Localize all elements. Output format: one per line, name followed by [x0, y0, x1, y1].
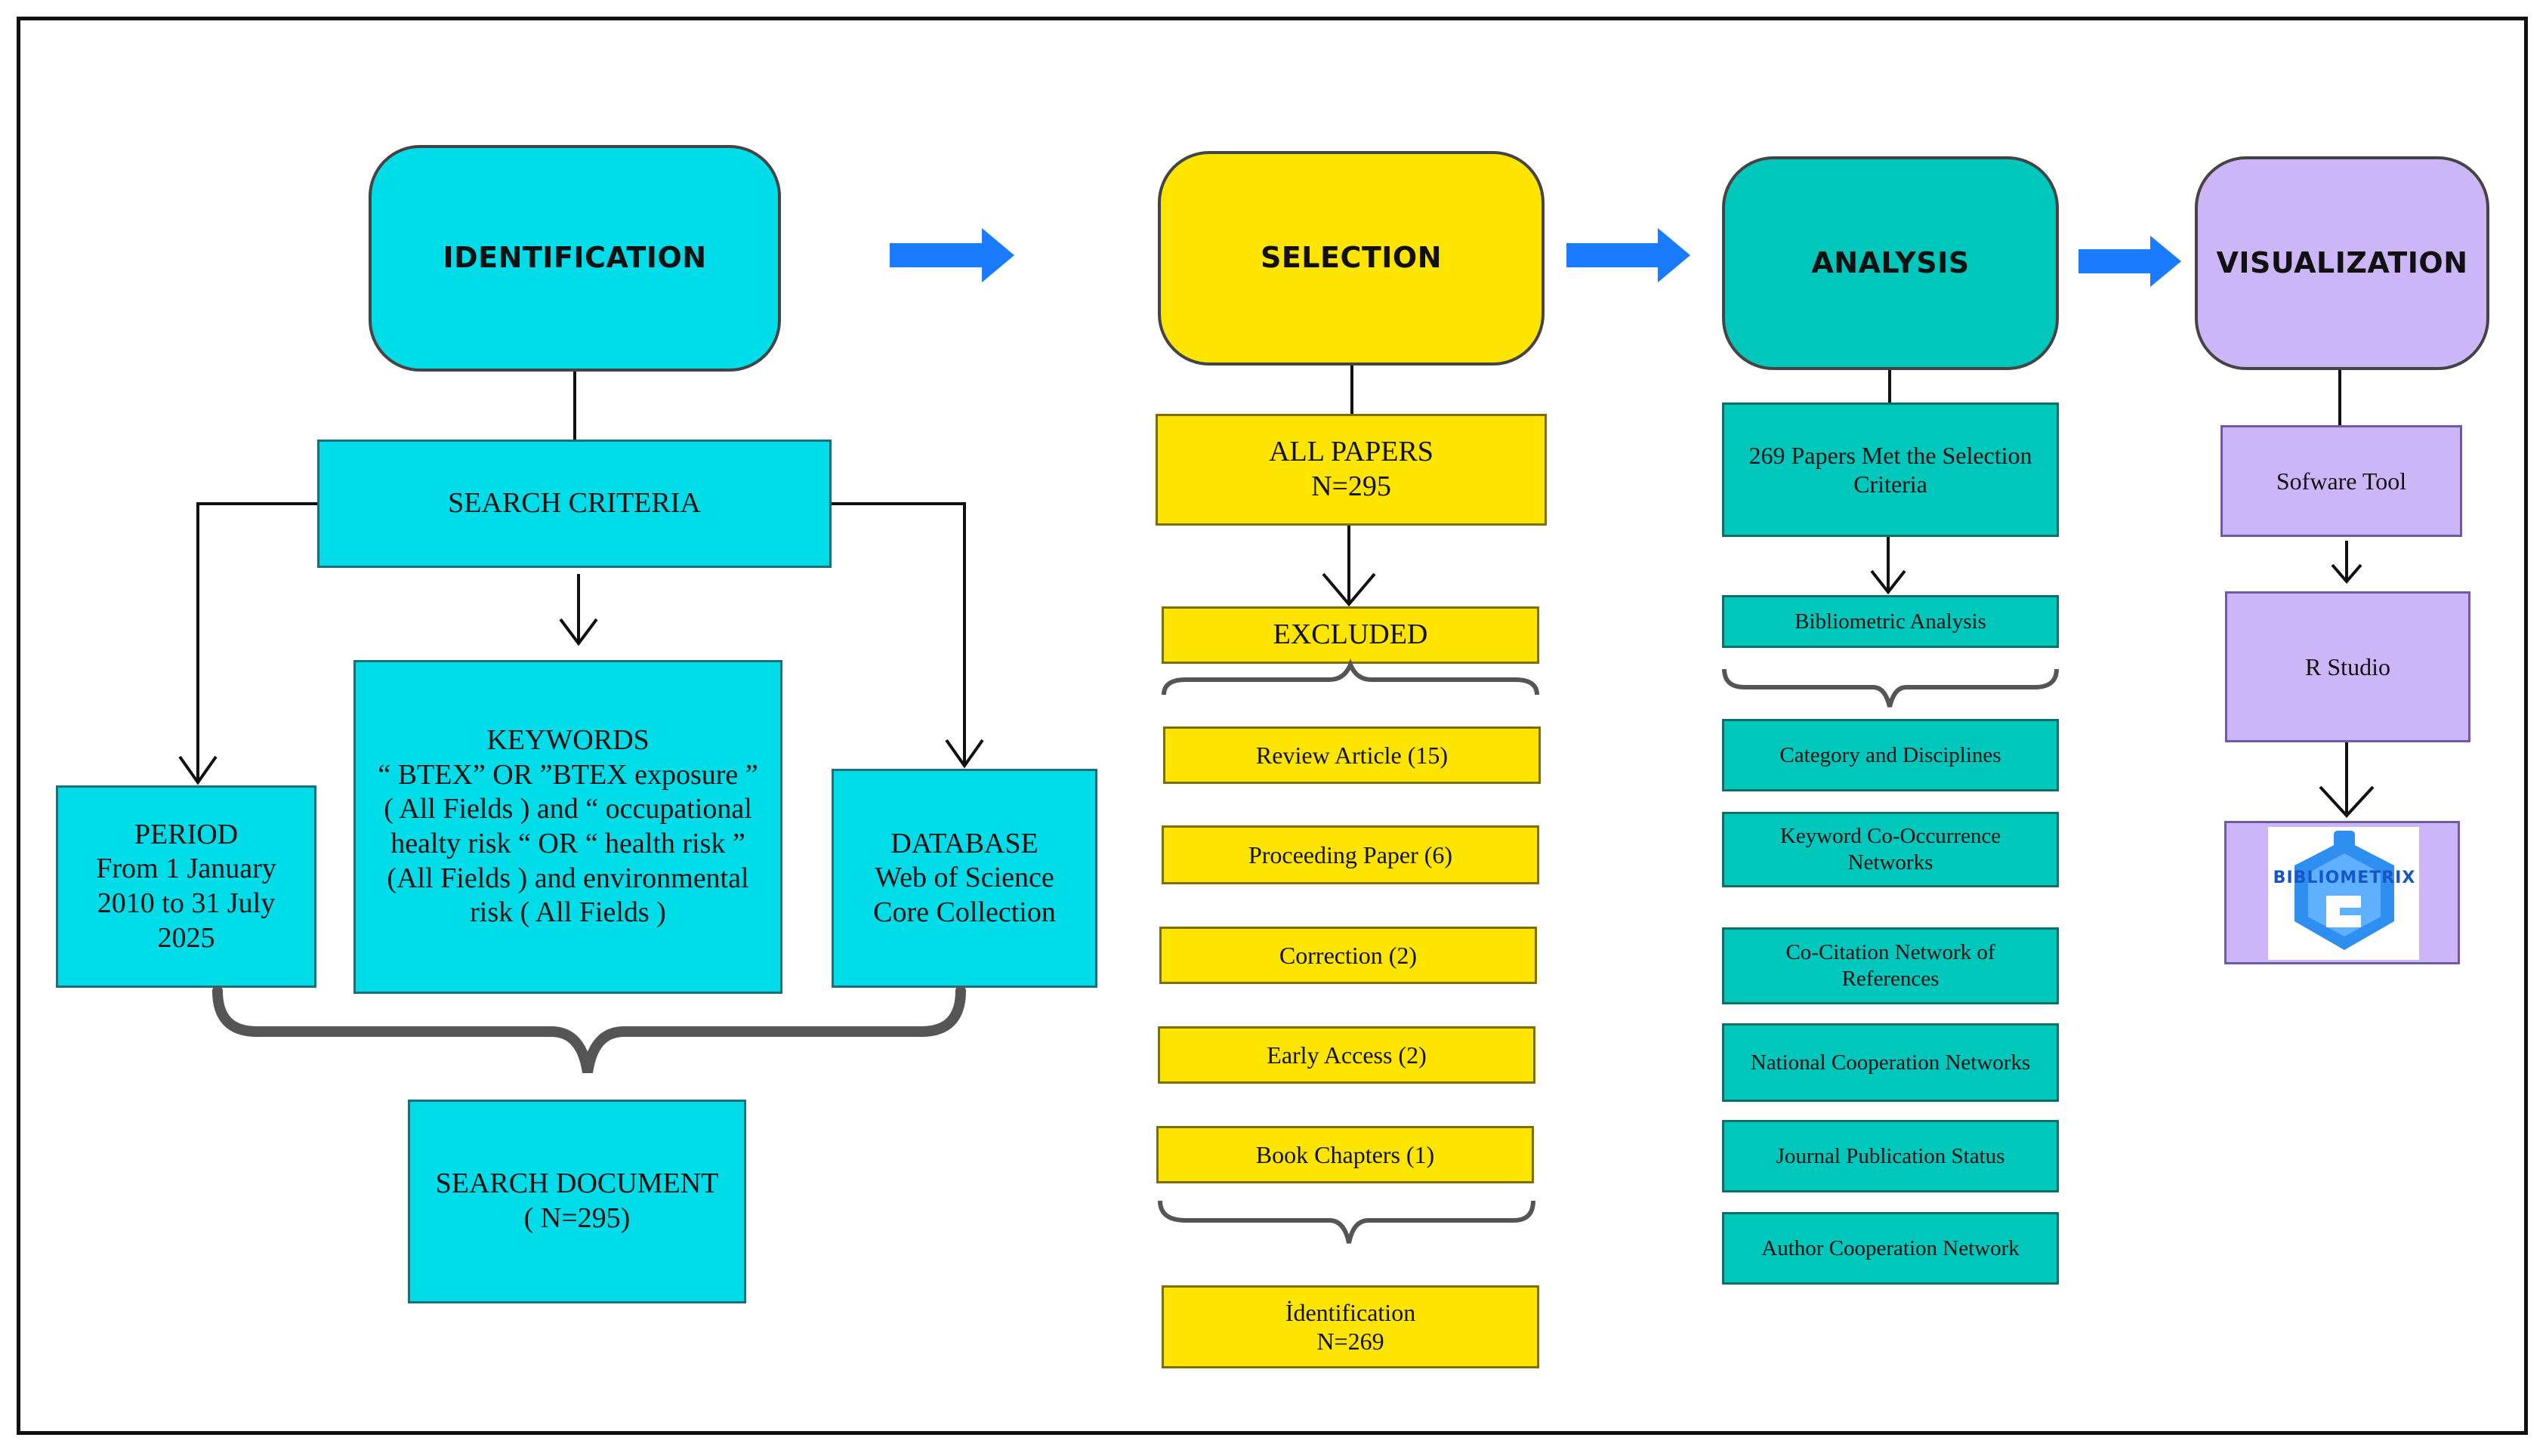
logo-text: BIBLIOMETRIX — [2273, 868, 2416, 887]
excluded-item: Proceeding Paper (6) — [1162, 825, 1539, 884]
all-papers-box: ALL PAPERS N=295 — [1156, 414, 1547, 526]
excluded-item: Correction (2) — [1159, 927, 1537, 984]
stage-analysis: ANALYSIS — [1722, 156, 2059, 370]
excluded-item: Review Article (15) — [1163, 726, 1541, 784]
analysis-item: Category and Disciplines — [1722, 719, 2059, 791]
stage-identification: IDENTIFICATION — [369, 145, 781, 372]
database-box: DATABASE Web of Science Core Collection — [832, 769, 1097, 988]
bibliometric-analysis-box: Bibliometric Analysis — [1722, 595, 2059, 648]
analysis-item: Journal Publication Status — [1722, 1120, 2059, 1192]
bibliometrix-shape-icon — [2294, 831, 2394, 950]
analysis-item: Co-Citation Network of References — [1722, 927, 2059, 1004]
stage-selection: SELECTION — [1158, 151, 1545, 366]
keywords-box: KEYWORDS “ BTEX” OR ”BTEX exposure ” ( A… — [353, 660, 782, 994]
met-criteria-box: 269 Papers Met the Selection Criteria — [1722, 403, 2059, 537]
r-studio-box: R Studio — [2225, 591, 2470, 742]
period-box: PERIOD From 1 January 2010 to 31 July 20… — [56, 785, 316, 988]
excluded-box: EXCLUDED — [1162, 606, 1539, 664]
search-criteria-box: SEARCH CRITERIA — [317, 440, 832, 568]
identification-result-box: İdentification N=269 — [1162, 1285, 1539, 1368]
excluded-item: Early Access (2) — [1158, 1026, 1535, 1084]
software-tool-box: Sofware Tool — [2220, 425, 2462, 537]
search-document-box: SEARCH DOCUMENT ( N=295) — [408, 1100, 746, 1303]
analysis-item: National Cooperation Networks — [1722, 1023, 2059, 1102]
diagram-frame — [17, 17, 2528, 1435]
analysis-item: Keyword Co-Occurrence Networks — [1722, 812, 2059, 887]
bibliometrix-logo: BIBLIOMETRIX — [2224, 821, 2460, 964]
analysis-item: Author Cooperation Network — [1722, 1212, 2059, 1285]
stage-visualization: VISUALIZATION — [2195, 156, 2489, 370]
excluded-item: Book Chapters (1) — [1156, 1126, 1534, 1183]
